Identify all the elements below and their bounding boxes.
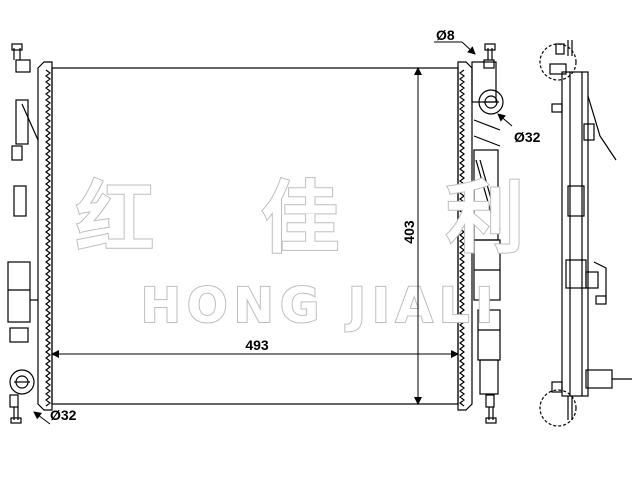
upper-hole-label: Ø32 [514, 129, 541, 145]
top-hole-label: Ø8 [436, 27, 455, 43]
side-view [539, 40, 632, 427]
front-view [7, 43, 504, 424]
side-tank-body [561, 71, 589, 397]
upper-hole-circle [478, 89, 504, 115]
left-tank-zigzag [45, 69, 51, 407]
watermark: 红 佳 利 HONG JIALI [75, 173, 564, 335]
height-label: 403 [401, 220, 417, 244]
watermark-chinese: 红 佳 利 [76, 174, 564, 264]
dimensions [33, 41, 513, 425]
right-tank-zigzag [459, 69, 465, 407]
left-tank [7, 43, 53, 424]
side-outlet-pipe [585, 369, 613, 389]
lower-hole-label: Ø32 [50, 407, 77, 423]
lower-hole-circle [9, 369, 35, 395]
width-label: 493 [245, 337, 269, 353]
watermark-latin: HONG JIALI [141, 278, 500, 334]
right-tank [457, 43, 504, 424]
